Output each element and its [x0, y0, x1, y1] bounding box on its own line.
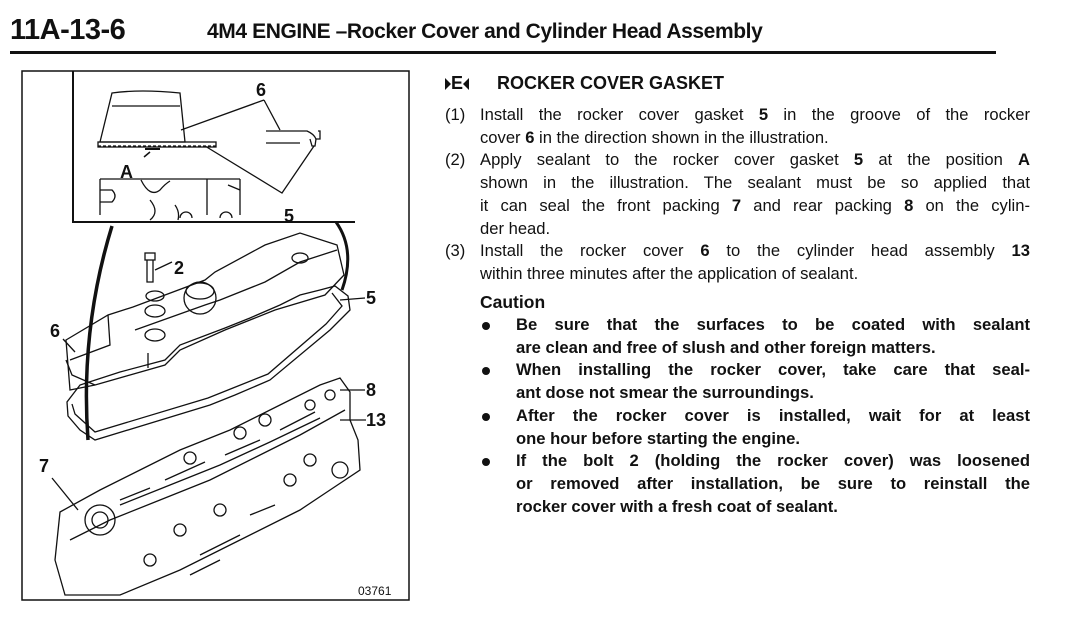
- caution-line: Be sure that the surfaces to be coated w…: [516, 315, 1030, 334]
- label-5: 5: [366, 288, 376, 308]
- part-reference: 7: [731, 195, 742, 215]
- procedure-step: (2) Apply sealant to the rocker cover gas…: [445, 149, 1030, 240]
- step-number: (3): [445, 241, 466, 261]
- caution-item: Be sure that the surfaces to be coated w…: [480, 314, 1030, 359]
- step-text: der head.: [480, 218, 551, 238]
- step-text: on the cylin-: [913, 195, 1030, 215]
- caution-list: Be sure that the surfaces to be coated w…: [480, 314, 1030, 518]
- section-marker-letter: E: [451, 73, 464, 93]
- procedure-steps: (1) Install the rocker cover gasket 5 in …: [445, 104, 1030, 286]
- cylinder-head: [54, 377, 361, 596]
- step-text: Install the rocker cover: [480, 241, 701, 261]
- caution-line: or removed after installation, be sure t…: [516, 473, 1030, 493]
- part-reference: 5: [758, 105, 769, 124]
- inset-frame: [72, 71, 355, 223]
- part-reference: 13: [1011, 241, 1030, 261]
- procedure-step: (3) Install the rocker cover 6 to the cyl…: [445, 240, 1030, 285]
- step-line: within three minutes after the applicati…: [480, 263, 1030, 286]
- step-line: Install the rocker cover gasket 5 in the…: [480, 104, 1030, 127]
- caution-item: When installing the rocker cover, take c…: [480, 359, 1030, 404]
- step-line: Apply sealant to the rocker cover gasket…: [480, 149, 1030, 172]
- inset-cover: [99, 90, 186, 143]
- inset-label-a: A: [120, 162, 133, 182]
- figure-number: 03761: [358, 584, 392, 598]
- step-text: in the direction shown in the illustrati…: [534, 127, 829, 147]
- caution-line: are clean and free of slush and other fo…: [516, 337, 936, 357]
- step-text: at the position: [863, 150, 1019, 170]
- page-title: 4M4 ENGINE –Rocker Cover and Cylinder He…: [207, 20, 763, 43]
- step-line: shown in the illustration. The sealant m…: [480, 172, 1030, 195]
- caution-item: If the bolt 2 (holding the rocker cover)…: [480, 450, 1030, 518]
- caution-item: After the rocker cover is installed, wai…: [480, 405, 1030, 450]
- page-code: 11A-13-6: [10, 14, 126, 46]
- step-text: shown in the illustration. The sealant m…: [480, 173, 1030, 193]
- part-reference: 8: [904, 195, 914, 215]
- caution-line: rocker cover with a fresh coat of sealan…: [516, 496, 838, 516]
- step-line: cover 6 in the direction shown in the il…: [480, 127, 1030, 150]
- step-line: Install the rocker cover 6 to the cylind…: [480, 240, 1030, 263]
- rocker-cover: [65, 232, 345, 391]
- section-marker-icon: E: [445, 73, 470, 94]
- label-2: 2: [174, 258, 184, 278]
- caution-line: After the rocker cover is installed, wai…: [516, 405, 1030, 425]
- step-text: to the cylinder head assembly: [709, 241, 1012, 261]
- section-heading: E ROCKER COVER GASKET: [445, 73, 724, 94]
- step-text: in the groove of the rocker: [768, 105, 1030, 124]
- engine-illustration: 6 A 5 2 5 6 8 13 7 03761: [21, 70, 410, 601]
- caution-line: If the bolt 2 (holding the rocker cover)…: [516, 451, 1030, 471]
- inset-label-6: 6: [256, 80, 266, 100]
- label-13: 13: [366, 410, 386, 430]
- step-text: and rear packing: [741, 195, 905, 215]
- caution-heading: Caution: [480, 292, 546, 312]
- step-number: (1): [445, 105, 466, 124]
- label-7: 7: [39, 456, 49, 476]
- rocker-cover-gasket: [66, 285, 351, 441]
- step-number: (2): [445, 150, 466, 170]
- caution-line: When installing the rocker cover, take c…: [516, 360, 1030, 380]
- procedure-step: (1) Install the rocker cover gasket 5 in …: [445, 104, 1030, 149]
- part-reference: 5: [853, 150, 864, 170]
- step-line: der head.: [480, 218, 1030, 241]
- label-6: 6: [50, 321, 60, 341]
- step-text: cover: [480, 127, 526, 147]
- section-title: ROCKER COVER GASKET: [497, 73, 725, 93]
- inset-label-5: 5: [284, 206, 294, 226]
- step-text: within three minutes after the applicati…: [480, 263, 859, 283]
- caution-line: one hour before starting the engine.: [516, 428, 800, 448]
- part-reference: 6: [700, 241, 710, 261]
- step-text: Apply sealant to the rocker cover gasket: [480, 150, 854, 170]
- bullet-icon: [482, 412, 490, 421]
- step-line: it can seal the front packing 7 and rear…: [480, 195, 1030, 218]
- bullet-icon: [482, 458, 490, 467]
- bullet-icon: [482, 322, 490, 330]
- part-reference: A: [1018, 150, 1031, 170]
- figure-frame: [21, 70, 410, 601]
- step-text: it can seal the front packing: [480, 195, 732, 215]
- label-8: 8: [366, 380, 376, 400]
- step-text: Install the rocker cover gasket: [480, 105, 759, 124]
- bullet-icon: [482, 367, 490, 376]
- caution-line: ant dose not smear the surroundings.: [516, 383, 814, 403]
- header-rule: [10, 51, 996, 54]
- part-reference: 6: [525, 127, 535, 147]
